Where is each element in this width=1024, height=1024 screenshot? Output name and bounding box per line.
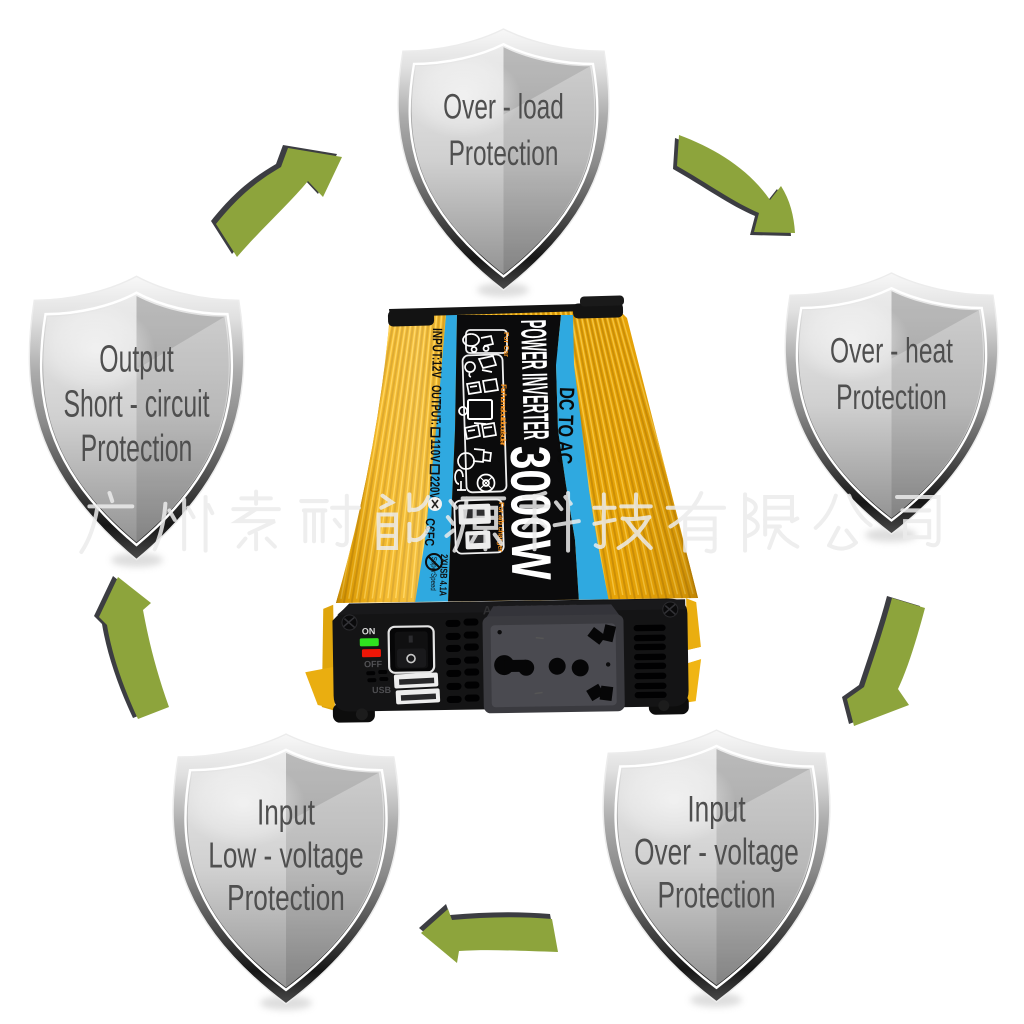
- svg-text:Over - heat: Over - heat: [830, 331, 953, 370]
- svg-text:SuperSpeed: SuperSpeed: [429, 557, 439, 591]
- svg-text:Over - load: Over - load: [443, 88, 564, 126]
- svg-text:Input: Input: [257, 791, 315, 832]
- svg-text:220V: 220V: [427, 476, 442, 499]
- svg-text:OFF: OFF: [364, 659, 383, 669]
- svg-text:Over - voltage: Over - voltage: [634, 831, 799, 872]
- svg-text:Protection: Protection: [81, 427, 193, 470]
- svg-text:Short - circuit: Short - circuit: [63, 382, 209, 425]
- svg-text:Protection: Protection: [657, 874, 775, 915]
- svg-text:Protection: Protection: [836, 378, 947, 417]
- svg-text:DC TO AC: DC TO AC: [552, 387, 578, 465]
- svg-text:110V: 110V: [428, 439, 443, 462]
- svg-text:Input: Input: [687, 788, 745, 829]
- svg-text:Low - voltage: Low - voltage: [208, 834, 363, 875]
- svg-text:OUTPUT:: OUTPUT:: [428, 385, 444, 425]
- svg-text:ON: ON: [362, 626, 376, 636]
- svg-text:For Car: For Car: [502, 332, 509, 357]
- svg-text:3000W: 3000W: [499, 446, 563, 581]
- svg-text:USB: USB: [372, 685, 392, 695]
- svg-text:Protection: Protection: [449, 135, 559, 173]
- svg-text:For home/outdoor/solar: For home/outdoor/solar: [498, 384, 508, 446]
- svg-text:C€FC: C€FC: [422, 518, 438, 547]
- svg-text:Protection: Protection: [227, 877, 345, 918]
- svg-text:INPUT:12V: INPUT:12V: [429, 328, 445, 378]
- svg-text:2XUSB 4.1A: 2XUSB 4.1A: [437, 554, 449, 596]
- svg-text:For a/b charger: For a/b charger: [496, 502, 506, 552]
- svg-text:Output: Output: [99, 337, 173, 380]
- svg-text:POWER INVERTER: POWER INVERTER: [513, 319, 557, 440]
